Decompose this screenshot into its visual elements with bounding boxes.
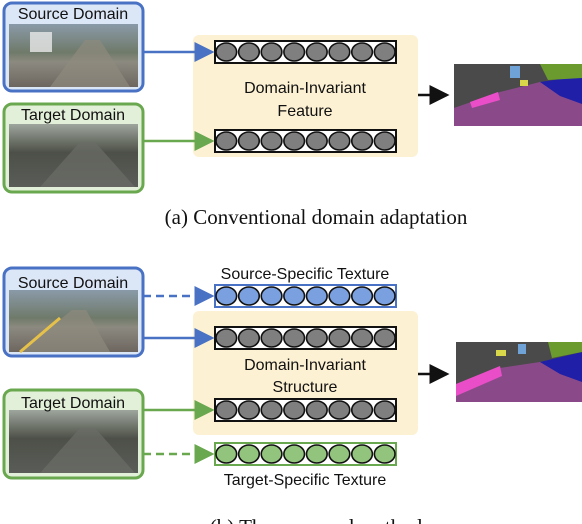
- invariant-b-top-node: [350, 328, 374, 348]
- invariant-b-top-node: [283, 328, 306, 348]
- segmentation-output-a: [454, 64, 582, 126]
- source-texture-row: [214, 284, 397, 308]
- target-texture-node: [260, 444, 283, 464]
- invariant-b-bottom-node: [283, 400, 306, 420]
- invariant-feature-row-top-a: [214, 40, 397, 64]
- invariant-a-top-node: [260, 42, 283, 62]
- invariant-b-top-node: [237, 328, 261, 348]
- invariant-b-bottom-row-frame: [214, 398, 397, 422]
- target-texture-node: [283, 444, 306, 464]
- invariant-b-bottom-node: [328, 400, 351, 420]
- invariant-b-top-node: [373, 328, 396, 348]
- invariant-structure-row-bottom-b: [214, 398, 397, 422]
- invariant-b-top-node: [328, 328, 351, 348]
- invariant-a-bottom-node: [237, 131, 261, 151]
- target-domain-box-b: Target Domain: [2, 388, 145, 480]
- target-texture-node: [373, 444, 396, 464]
- invariant-a-bottom-row-frame: [214, 129, 397, 153]
- target-texture-row: [214, 442, 397, 466]
- source-domain-label-b: Source Domain: [18, 275, 128, 292]
- target-texture-node: [305, 444, 328, 464]
- caption-b: (b) The proposed method: [210, 515, 423, 524]
- invariant-feature-row-bottom-a: [214, 129, 397, 153]
- caption-a: (a) Conventional domain adaptation: [165, 205, 468, 229]
- source-texture-node: [283, 286, 306, 306]
- source-domain-label-a: Source Domain: [18, 6, 128, 23]
- invariant-a-top-node: [237, 42, 261, 62]
- segmentation-output-b: [456, 342, 582, 402]
- invariant-a-bottom-node: [305, 131, 328, 151]
- target-texture-row-frame: [214, 442, 397, 466]
- source-texture-row-frame: [214, 284, 397, 308]
- feature-panel-a: [193, 35, 418, 157]
- invariant-b-top-row-frame: [214, 326, 397, 350]
- invariant-a-bottom-node: [328, 131, 351, 151]
- invariant-b-bottom-node: [350, 400, 374, 420]
- invariant-a-top-node: [328, 42, 351, 62]
- structure-label-line2-b: Structure: [273, 379, 338, 396]
- invariant-a-top-node: [373, 42, 396, 62]
- target-texture-node: [328, 444, 351, 464]
- invariant-structure-row-top-b: [214, 326, 397, 350]
- target-domain-label-b: Target Domain: [21, 395, 125, 412]
- target-texture-node: [350, 444, 374, 464]
- invariant-b-top-node: [215, 328, 238, 348]
- feature-label-line1-a: Domain-Invariant: [244, 80, 366, 97]
- source-texture-node: [350, 286, 374, 306]
- target-texture-node: [215, 444, 238, 464]
- invariant-b-bottom-node: [215, 400, 238, 420]
- invariant-a-bottom-node: [260, 131, 283, 151]
- target-domain-label-a: Target Domain: [21, 107, 125, 124]
- panel-a: Source Domain Target Domain Domain-Invar…: [2, 1, 582, 229]
- invariant-a-top-node: [215, 42, 238, 62]
- invariant-a-top-node: [350, 42, 374, 62]
- invariant-a-top-node: [283, 42, 306, 62]
- panel-b: Source Domain Target Domain Source-Speci…: [2, 266, 582, 489]
- source-texture-node: [305, 286, 328, 306]
- invariant-a-bottom-node: [283, 131, 306, 151]
- invariant-a-top-row-frame: [214, 40, 397, 64]
- source-domain-box-a: Source Domain: [2, 1, 145, 93]
- target-texture-node: [237, 444, 261, 464]
- source-texture-node: [373, 286, 396, 306]
- invariant-b-top-node: [305, 328, 328, 348]
- source-texture-label: Source-Specific Texture: [221, 266, 390, 283]
- invariant-a-bottom-node: [350, 131, 374, 151]
- source-texture-node: [237, 286, 261, 306]
- target-domain-box-a: Target Domain: [2, 102, 145, 194]
- invariant-b-bottom-node: [237, 400, 261, 420]
- invariant-b-bottom-node: [373, 400, 396, 420]
- target-texture-label: Target-Specific Texture: [224, 472, 387, 489]
- structure-label-line1-b: Domain-Invariant: [244, 357, 366, 374]
- invariant-b-bottom-node: [305, 400, 328, 420]
- source-texture-node: [328, 286, 351, 306]
- invariant-b-bottom-node: [260, 400, 283, 420]
- source-domain-box-b: Source Domain: [2, 266, 145, 358]
- source-texture-node: [260, 286, 283, 306]
- invariant-b-top-node: [260, 328, 283, 348]
- feature-label-line2-a: Feature: [277, 103, 332, 120]
- source-texture-node: [215, 286, 238, 306]
- invariant-a-bottom-node: [373, 131, 396, 151]
- invariant-a-bottom-node: [215, 131, 238, 151]
- invariant-a-top-node: [305, 42, 328, 62]
